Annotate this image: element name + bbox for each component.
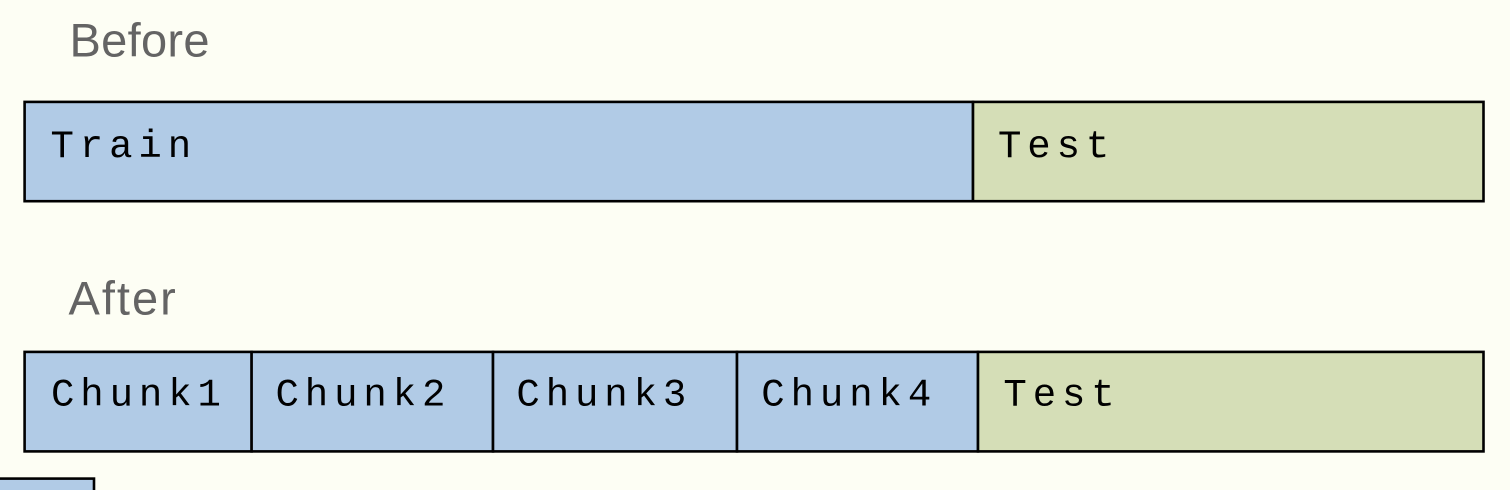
svg-text:Chunk4: Chunk4 [761, 374, 937, 418]
svg-text:Chunk3: Chunk3 [516, 374, 692, 418]
svg-text:After: After [69, 272, 178, 325]
svg-text:Train: Train [51, 125, 198, 169]
svg-text:Before: Before [70, 14, 210, 67]
svg-text:Chunk1: Chunk1 [51, 374, 227, 418]
svg-text:Chunk2: Chunk2 [276, 374, 452, 418]
svg-text:Test: Test [1003, 374, 1120, 418]
svg-text:Test: Test [998, 125, 1115, 169]
